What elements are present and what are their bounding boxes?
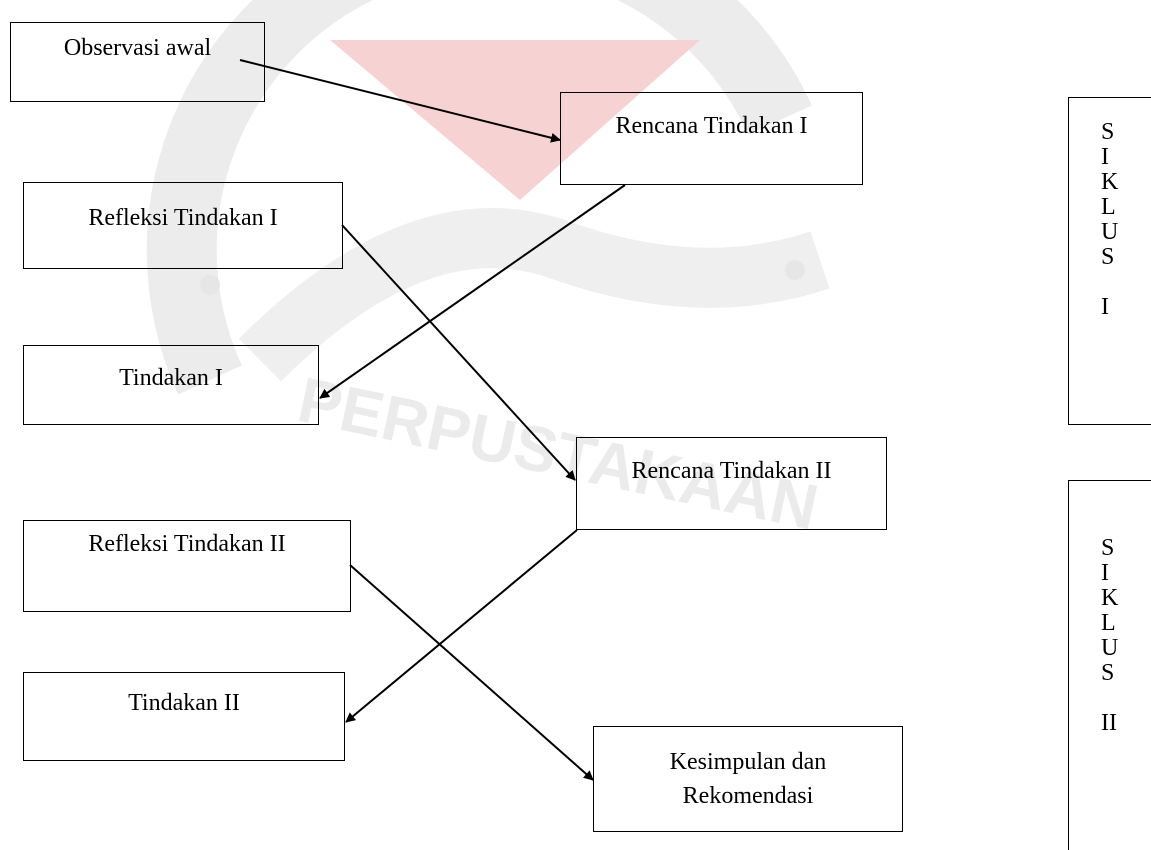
siklus-letter: U (1101, 219, 1119, 245)
siklus-letter: L (1101, 194, 1116, 220)
box-label-line1: Kesimpulan dan (669, 749, 827, 775)
box-label: Tindakan II (128, 690, 240, 716)
box-rencana-tindakan-1: Rencana Tindakan I (560, 92, 863, 185)
box-tindakan-1: Tindakan I (23, 345, 319, 425)
box-label: Refleksi Tindakan I (88, 205, 278, 231)
box-rencana-tindakan-2: Rencana Tindakan II (576, 437, 887, 530)
box-label: Observasi awal (63, 35, 212, 61)
box-label: Tindakan I (119, 365, 223, 391)
siklus-letter: I (1101, 144, 1109, 170)
siklus-numeral: II (1101, 710, 1117, 736)
box-refleksi-tindakan-2: Refleksi Tindakan II (23, 520, 351, 612)
box-tindakan-2: Tindakan II (23, 672, 345, 761)
siklus-numeral: I (1101, 294, 1109, 320)
siklus-letter: K (1101, 169, 1119, 195)
siklus-letter: S (1101, 119, 1115, 145)
siklus-letter: S (1101, 535, 1115, 561)
arrow-refleksi2-to-kesimpulan (349, 564, 594, 781)
arrow-rencana1-to-tindakan1 (319, 184, 626, 399)
box-label-line2: Rekomendasi (682, 783, 814, 809)
box-label: Rencana Tindakan I (615, 113, 808, 139)
box-label: Rencana Tindakan II (631, 458, 832, 484)
arrow-refleksi1-to-rencana2 (341, 224, 576, 481)
siklus-1-box: S I K L U S I (1068, 97, 1151, 425)
arrow-observasi-to-rencana1 (239, 59, 561, 143)
siklus-letter: U (1101, 635, 1119, 661)
box-kesimpulan-rekomendasi: Kesimpulan dan Rekomendasi (593, 726, 903, 832)
siklus-letter: K (1101, 585, 1119, 611)
arrow-rencana2-to-tindakan2 (345, 529, 578, 723)
siklus-letter: L (1101, 610, 1116, 636)
siklus-letter: I (1101, 560, 1109, 586)
box-refleksi-tindakan-1: Refleksi Tindakan I (23, 182, 343, 269)
box-observasi-awal: Observasi awal (10, 22, 265, 102)
box-label: Refleksi Tindakan II (88, 531, 286, 557)
siklus-letter: S (1101, 244, 1115, 270)
siklus-2-box: S I K L U S II (1068, 480, 1151, 850)
siklus-letter: S (1101, 660, 1115, 686)
